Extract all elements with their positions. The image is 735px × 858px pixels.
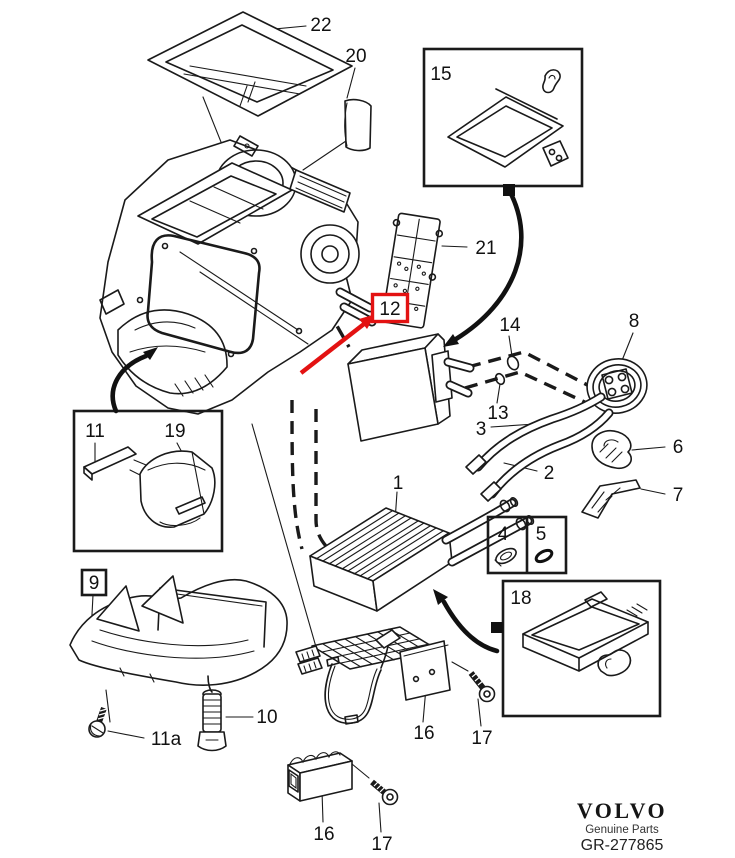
highlight-box (370, 292, 410, 324)
part-18-inset-box (491, 579, 662, 718)
footer-brand-block: VOLVO Genuine Parts GR-277865 (577, 798, 667, 854)
part-8-grommet-illustration (586, 358, 648, 414)
callout-13: 13 (487, 403, 508, 424)
part-9-housing-illustration (69, 568, 288, 693)
callout-19: 19 (164, 421, 185, 442)
callout-15: 15 (430, 64, 451, 85)
part-10-drain-hose-illustration (197, 689, 227, 752)
part-6-bracket-illustration (591, 430, 632, 470)
part-22-frame-illustration (147, 11, 353, 117)
drawing-number: GR-277865 (581, 837, 664, 854)
callout-labels: 22 20 15 21 12 14 13 8 3 2 6 7 1 4 5 18 … (85, 15, 683, 855)
part-13-oring-illustration (494, 372, 506, 386)
leader-lines (90, 25, 666, 833)
callout-11a: 11a (151, 729, 182, 750)
callout-18: 18 (510, 588, 531, 609)
volvo-wordmark: VOLVO (577, 798, 667, 823)
callout-7: 7 (673, 485, 684, 506)
main-hvac-unit-illustration (99, 135, 377, 415)
part-2-hose-illustration (480, 408, 614, 502)
callout-9: 9 (89, 573, 100, 594)
part-1-heater-core-illustration (309, 497, 535, 612)
part-16-aux-heater-illustration (295, 626, 451, 725)
callout-2: 2 (544, 463, 555, 484)
part-11-19-inset-box (72, 409, 224, 553)
callout-21: 21 (475, 238, 496, 259)
callout-17-bottom: 17 (371, 834, 392, 855)
highlight-part-12 (299, 292, 410, 375)
part-4-5-inset-box (486, 515, 568, 575)
part-17-screw-illustration (468, 671, 496, 703)
part-15-inset-box (422, 47, 584, 196)
callout-17-mid: 17 (471, 728, 492, 749)
part-12-evaporator-illustration (347, 333, 475, 442)
callout-20: 20 (345, 46, 366, 67)
callout-5: 5 (536, 524, 547, 545)
callout-22: 22 (310, 15, 331, 36)
part-7-bracket-illustration (581, 479, 641, 519)
callout-16-bottom: 16 (313, 824, 334, 845)
callout-10: 10 (256, 707, 277, 728)
callout-12: 12 (379, 299, 400, 320)
assembly-arrows (110, 187, 524, 654)
callout-3: 3 (476, 419, 487, 440)
genuine-parts-tagline: Genuine Parts (585, 824, 659, 836)
callout-14: 14 (499, 315, 521, 336)
part-3-hose-illustration (465, 392, 606, 475)
callout-8: 8 (629, 311, 640, 332)
highlight-arrow-line (299, 322, 366, 375)
callout-1: 1 (393, 473, 404, 494)
part-11a-screw-illustration (88, 706, 108, 738)
part-16-cover-illustration (287, 751, 353, 802)
part-20-cover-illustration (344, 98, 372, 152)
part-17-bottom-screw-illustration (370, 779, 399, 806)
callout-4: 4 (498, 524, 509, 545)
callout-16-mid: 16 (413, 723, 434, 744)
callout-6: 6 (673, 437, 684, 458)
part-14-oring-illustration (506, 355, 520, 371)
callout-11: 11 (85, 421, 105, 442)
